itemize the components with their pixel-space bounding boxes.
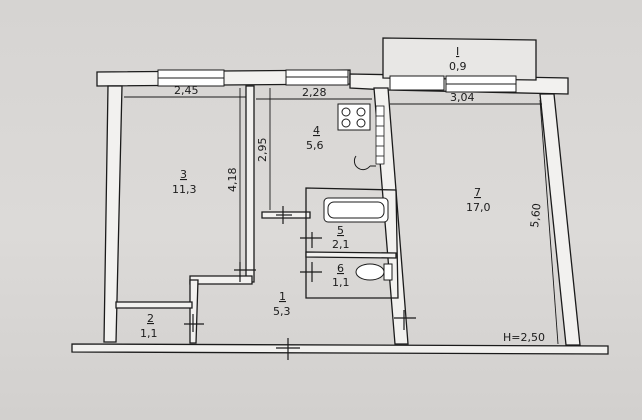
balcony-door — [389, 75, 445, 91]
wall-room3-bottom — [189, 275, 253, 285]
bathroom-block — [305, 187, 399, 299]
wall-room2-right — [189, 279, 199, 344]
dim-room4-length: 2,95 — [256, 138, 269, 163]
dim-room7-width: 3,04 — [450, 91, 475, 104]
bathtub — [323, 197, 389, 223]
stove-burner-2 — [356, 107, 366, 117]
room-area-3: 11,3 — [172, 183, 197, 196]
kitchen-sink — [353, 155, 376, 171]
toilet — [355, 263, 393, 281]
dim-room3-length: 4,18 — [226, 168, 239, 193]
dim-room3-width: 2,45 — [174, 84, 199, 97]
bath-wc-divider — [305, 251, 397, 259]
stove-burner-3 — [341, 118, 351, 128]
room-area-balcony: 0,9 — [449, 60, 467, 73]
dimension-lines — [124, 88, 559, 345]
wall-room2-top — [115, 301, 193, 309]
bathtub-outer — [323, 197, 389, 223]
room-area-1: 5,3 — [273, 305, 291, 318]
room-area-5: 2,1 — [332, 238, 350, 251]
room-area-6: 1,1 — [332, 276, 350, 289]
room-number-5: 5 — [337, 224, 344, 237]
bottom-wall — [71, 343, 609, 355]
bathtub-inner — [327, 201, 385, 219]
dim-room4-width: 2,28 — [302, 86, 327, 99]
ceiling-height: H=2,50 — [503, 331, 545, 344]
stove-burner-4 — [356, 118, 366, 128]
radiator — [375, 105, 385, 165]
door-marks — [184, 206, 416, 360]
sink-body — [353, 155, 371, 171]
room-number-1: 1 — [279, 290, 286, 303]
wall-room3-room4 — [245, 85, 255, 283]
right-wall — [539, 93, 581, 346]
room-number-balcony: I — [456, 45, 459, 58]
room-area-7: 17,0 — [466, 201, 491, 214]
room-area-2: 1,1 — [140, 327, 158, 340]
dim-room7-length: 5,60 — [528, 203, 543, 229]
toilet-tank — [383, 263, 393, 281]
room-number-6: 6 — [337, 262, 344, 275]
balcony-slab — [382, 37, 537, 81]
radiator-body — [375, 105, 385, 165]
dim-line-room7-length — [539, 99, 559, 345]
stove-burner-1 — [341, 107, 351, 117]
windows — [157, 69, 517, 93]
toilet-bowl — [355, 263, 385, 281]
walls — [71, 37, 609, 355]
room-number-2: 2 — [147, 312, 154, 325]
room-area-4: 5,6 — [306, 139, 324, 152]
room-number-7: 7 — [474, 186, 481, 199]
room-number-4: 4 — [313, 124, 320, 137]
left-wall — [103, 85, 123, 343]
room-number-3: 3 — [180, 168, 187, 181]
stove — [337, 103, 371, 131]
